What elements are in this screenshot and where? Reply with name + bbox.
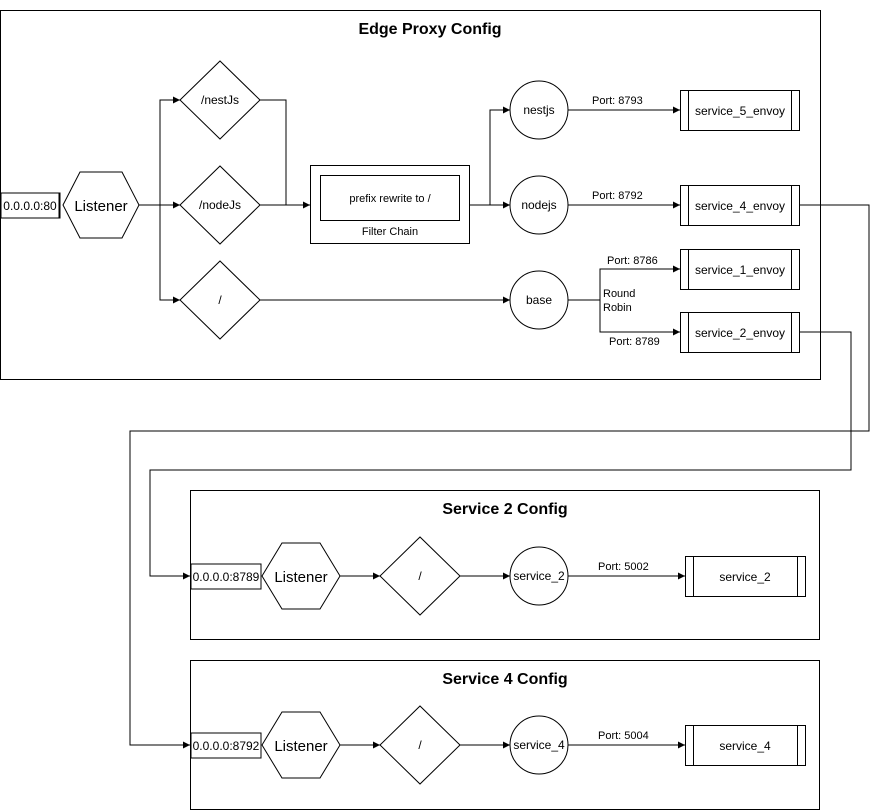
svc4-cluster-label: service_4	[513, 738, 565, 752]
svc4-port-label: Port: 5004	[598, 730, 649, 742]
port-base-2-label: Port: 8789	[609, 336, 660, 348]
svc2-service-label: service_2	[719, 570, 771, 584]
connector-service-4-envoy	[129, 204, 870, 749]
svc2-service[interactable]: service_2	[685, 556, 806, 597]
service-1-envoy[interactable]: service_1_envoy	[680, 249, 800, 290]
edge-proxy-title: Edge Proxy Config	[358, 21, 501, 38]
edge-listener-label: Listener	[74, 198, 127, 215]
svc4-address-label: 0.0.0.0:8792	[193, 739, 260, 753]
svc2-address-box[interactable]	[190, 563, 262, 590]
svc4-service[interactable]: service_4	[685, 725, 806, 766]
prefix-rewrite-label: prefix rewrite to /	[349, 193, 431, 205]
svc2-address-label: 0.0.0.0:8789	[193, 570, 260, 584]
cluster-base-label: base	[526, 293, 552, 307]
edge-proxy-config: Edge Proxy Config 0.0.0.0:80 Listener /n…	[0, 10, 821, 380]
service-2-config: Service 2 Config 0.0.0.0:8789 Listener /…	[190, 490, 820, 640]
svc2-route-label: /	[418, 569, 422, 583]
service-4-envoy[interactable]: service_4_envoy	[680, 185, 800, 226]
edge-address-box[interactable]	[0, 192, 61, 219]
cluster-nodejs-label: nodejs	[521, 198, 556, 212]
service-4-config-title: Service 4 Config	[442, 671, 567, 688]
svc4-route-label: /	[418, 738, 422, 752]
route-nestjs-label: /nestJs	[201, 93, 239, 107]
service-1-envoy-label: service_1_envoy	[695, 263, 785, 277]
port-nestjs-label: Port: 8793	[592, 95, 643, 107]
port-base-1-label: Port: 8786	[607, 255, 658, 267]
service-4-config: Service 4 Config 0.0.0.0:8792 Listener /…	[190, 660, 820, 810]
filter-chain-label: Filter Chain	[362, 226, 418, 238]
service-2-envoy[interactable]: service_2_envoy	[680, 312, 800, 353]
svc4-service-label: service_4	[719, 739, 771, 753]
svc2-listener-label: Listener	[274, 569, 327, 586]
svc4-listener-label: Listener	[274, 738, 327, 755]
service-5-envoy-label: service_5_envoy	[695, 104, 785, 118]
route-nodejs-label: /nodeJs	[199, 198, 241, 212]
round-robin-label-line1: Round	[603, 288, 635, 300]
port-nodejs-label: Port: 8792	[592, 190, 643, 202]
route-root-label: /	[218, 293, 222, 307]
service-2-config-title: Service 2 Config	[442, 501, 567, 518]
cluster-nestjs-label: nestjs	[523, 103, 554, 117]
connector-service-2-envoy	[149, 331, 852, 580]
svc2-cluster-label: service_2	[513, 569, 565, 583]
service-5-envoy[interactable]: service_5_envoy	[680, 90, 800, 131]
round-robin-label-line2: Robin	[603, 302, 632, 314]
prefix-rewrite-filter[interactable]	[320, 175, 460, 221]
edge-address-label: 0.0.0.0:80	[3, 199, 57, 213]
service-4-envoy-label: service_4_envoy	[695, 199, 785, 213]
svc2-port-label: Port: 5002	[598, 561, 649, 573]
service-2-envoy-label: service_2_envoy	[695, 326, 785, 340]
